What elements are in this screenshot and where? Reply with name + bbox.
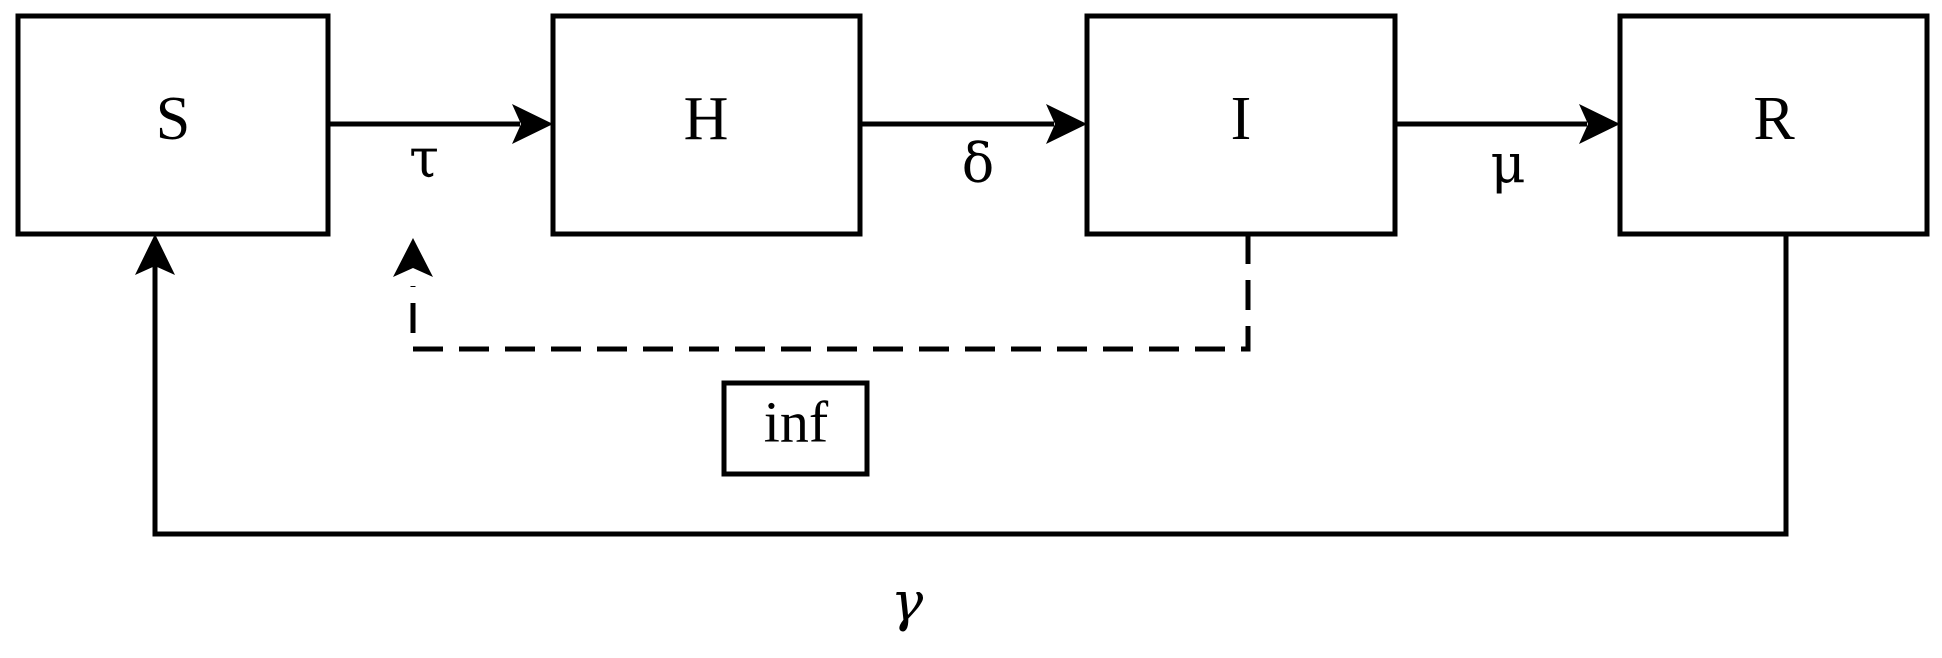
rate-mu-label: μ [1490,132,1525,195]
node-s-box [15,13,331,237]
arrowhead-right-icon [512,104,553,144]
edge-s-to-h: τ [328,104,553,190]
influence-label: inf [764,389,829,454]
edge-r-to-s-line [152,234,1789,537]
rate-delta-label: δ [962,132,995,195]
node-h-label: H [684,85,729,153]
rate-tau-label: τ [409,127,439,190]
node-h: H [550,13,863,237]
edge-r-to-s: γ [135,234,1789,633]
edge-h-to-i: δ [860,104,1087,195]
node-s-label: S [156,85,190,153]
influence-box-frame [721,380,870,477]
edge-i-influence-dashed-line [410,234,1251,352]
node-i: I [1084,13,1398,237]
arrowhead-right-icon [1579,104,1620,144]
node-i-label: I [1231,85,1252,153]
edge-i-to-r: μ [1395,104,1620,195]
node-s: S [15,13,331,237]
node-i-box [1084,13,1398,237]
node-h-box [550,13,863,237]
node-r-label: R [1753,85,1795,153]
arrowhead-up-icon [393,238,433,277]
rate-gamma-label: γ [891,570,924,633]
arrowhead-up-icon [135,234,175,275]
arrowhead-right-icon [1046,104,1087,144]
node-r-box [1617,13,1930,237]
influence-box: inf [721,380,870,477]
node-r: R [1617,13,1930,237]
edge-i-influence [393,234,1251,352]
